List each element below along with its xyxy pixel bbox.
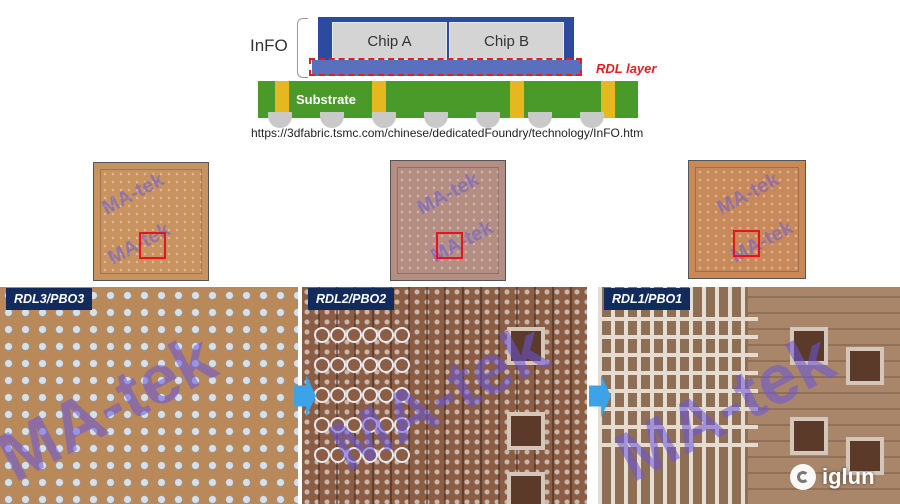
source-url: https://3dfabric.tsmc.com/chinese/dedica…	[251, 126, 644, 140]
chip-b: Chip B	[449, 22, 564, 60]
right-arrow-icon	[294, 375, 316, 417]
rdl-layer-label: RDL layer	[596, 61, 657, 76]
roi-box	[436, 232, 463, 259]
substrate-via	[510, 81, 524, 118]
brand-name: iglun	[822, 464, 875, 489]
solder-ball	[528, 112, 552, 128]
chip-a: Chip A	[332, 22, 447, 60]
substrate	[258, 81, 638, 118]
micrograph-rdl3: MA-tek	[0, 287, 298, 504]
panel-label-rdl3: RDL3/PBO3	[6, 288, 93, 310]
info-label: InFO	[250, 36, 288, 55]
solder-ball	[476, 112, 500, 128]
watermark: MA-tek	[0, 317, 229, 497]
substrate-via	[601, 81, 615, 118]
solder-ball	[424, 112, 448, 128]
solder-ball	[372, 112, 396, 128]
substrate-label: Substrate	[296, 92, 356, 107]
solder-ball	[580, 112, 604, 128]
package-brace	[297, 18, 308, 78]
solder-ball	[320, 112, 344, 128]
brand-logo: iglun	[790, 464, 875, 490]
micrograph-rdl1: MA-tek	[598, 287, 900, 504]
substrate-via	[372, 81, 386, 118]
panel-label-rdl2: RDL2/PBO2	[308, 288, 395, 310]
right-arrow-icon	[589, 375, 611, 417]
roi-box	[733, 230, 760, 257]
roi-box	[139, 232, 166, 259]
brand-mark-icon	[790, 464, 816, 490]
panel-label-rdl1: RDL1/PBO1	[604, 288, 691, 310]
die-thumbnail-rdl3: MA-tek MA-tek	[93, 162, 209, 281]
micrograph-rdl2: MA-tek	[302, 287, 587, 504]
substrate-via	[275, 81, 289, 118]
rdl-layer	[312, 60, 582, 76]
solder-ball	[268, 112, 292, 128]
die-thumbnail-rdl2: MA-tek MA-tek	[390, 160, 506, 281]
die-thumbnail-rdl1: MA-tek MA-tek	[688, 160, 806, 279]
rdl-highlight-box	[309, 58, 582, 76]
